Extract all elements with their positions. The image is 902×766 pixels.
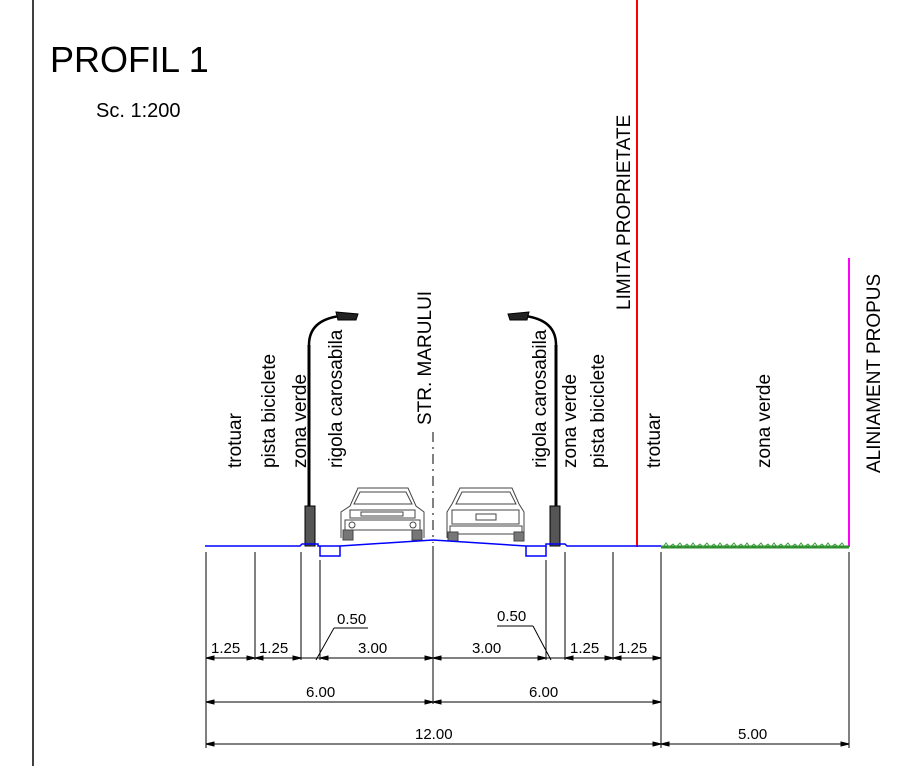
dim-right-half: 6.00 xyxy=(529,684,558,701)
label-left-trotuar: trotuar xyxy=(225,412,246,468)
label-right-zona: zona verde xyxy=(560,374,581,468)
label-left-zona: zona verde xyxy=(290,374,311,468)
dimension-lines-row3 xyxy=(205,741,850,747)
scale-label: Sc. 1:200 xyxy=(96,100,181,122)
street-lamp-left xyxy=(304,311,359,547)
alignment-label: ALINIAMENT PROPUS xyxy=(864,274,885,473)
property-limit-label: LIMITA PROPRIETATE xyxy=(614,115,635,310)
dim-right-bike: 1.25 xyxy=(570,640,599,657)
car-right xyxy=(446,487,525,542)
dim-left-lane: 3.00 xyxy=(358,640,387,657)
label-left-rigola: rigola carosabila xyxy=(326,329,347,468)
dim-right-gutter: 0.50 xyxy=(497,608,526,625)
label-right-trotuar: trotuar xyxy=(644,412,665,468)
dim-left-half: 6.00 xyxy=(306,684,335,701)
dimension-lines-row2 xyxy=(205,699,662,705)
profile-title: PROFIL 1 xyxy=(50,39,209,80)
dim-green-zone: 5.00 xyxy=(738,726,767,743)
dim-right-lane: 3.00 xyxy=(472,640,501,657)
label-right-rigola: rigola carosabila xyxy=(530,329,551,468)
dimension-lines-row1 xyxy=(205,625,662,661)
dim-left-sidewalk: 1.25 xyxy=(211,640,240,657)
label-left-pista: pista biciclete xyxy=(259,354,280,468)
dim-right-sidewalk: 1.25 xyxy=(618,640,647,657)
dim-left-gutter: 0.50 xyxy=(337,611,366,628)
dim-total-width: 12.00 xyxy=(415,726,453,743)
street-lamp-right xyxy=(507,311,561,547)
green-zone-terrain xyxy=(661,542,849,549)
street-name: STR. MARULUI xyxy=(415,291,436,425)
car-left xyxy=(340,487,425,541)
extension-lines xyxy=(205,546,850,748)
dim-left-bike: 1.25 xyxy=(259,640,288,657)
road-profile xyxy=(205,539,661,557)
label-green-zone: zona verde xyxy=(754,374,775,468)
label-right-pista: pista biciclete xyxy=(588,354,609,468)
